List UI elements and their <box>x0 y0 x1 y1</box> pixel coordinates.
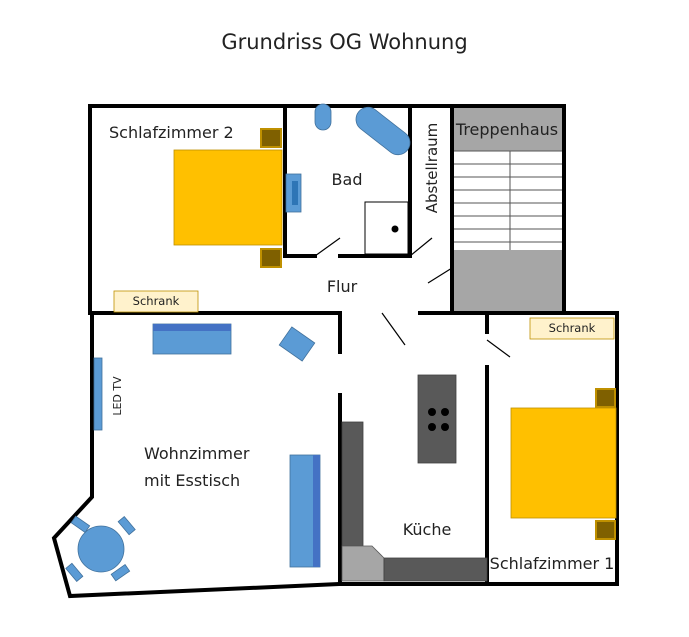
sideboard-edge <box>313 455 320 567</box>
armchair <box>278 326 316 362</box>
stair-landing-bottom <box>453 250 564 313</box>
kitchen <box>341 374 488 582</box>
shower-drain <box>391 225 399 233</box>
page-title: Grundriss OG Wohnung <box>221 30 468 54</box>
walls <box>51 104 619 599</box>
room-label-bad: Bad <box>332 170 363 189</box>
room-label-schlafzimmer1: Schlafzimmer 1 <box>490 554 615 573</box>
room-label-abstellraum: Abstellraum <box>423 123 441 214</box>
counter-corner <box>341 545 385 582</box>
schrank-right-label: Schrank <box>549 321 596 335</box>
bathroom-fixtures <box>285 103 411 255</box>
counter-vertical <box>341 421 364 547</box>
counter-horizontal <box>383 557 488 582</box>
bed <box>510 407 617 519</box>
table <box>77 525 125 573</box>
living-furniture <box>93 323 321 568</box>
door-bad <box>314 237 341 257</box>
led-tv <box>93 357 103 431</box>
doors <box>314 237 511 358</box>
door-kueche <box>381 312 406 346</box>
nightstand <box>595 520 616 540</box>
door-schlafzimmer1 <box>486 339 511 358</box>
kitchen-island <box>417 374 457 464</box>
door-abstellraum <box>409 237 433 257</box>
stove-burner <box>441 423 449 431</box>
door-treppenhaus <box>427 267 453 284</box>
sofa-back <box>153 324 231 331</box>
led-tv-label: LED TV <box>111 376 124 416</box>
shower <box>364 201 409 255</box>
stove-burner <box>441 408 449 416</box>
stair-steps <box>453 150 564 250</box>
toilet <box>314 103 332 131</box>
schrank-left <box>113 290 199 313</box>
schrank-left-label: Schrank <box>133 294 180 308</box>
room-label-flur: Flur <box>327 277 358 296</box>
chair <box>110 564 131 582</box>
stove-burner <box>428 408 436 416</box>
room-label-schlafzimmer2: Schlafzimmer 2 <box>109 123 234 142</box>
bathtub <box>355 106 411 156</box>
room-label-treppenhaus: Treppenhaus <box>455 120 558 139</box>
bed <box>173 149 283 246</box>
schrank-right <box>529 317 615 340</box>
stair-landing-top <box>453 106 564 151</box>
dining-table <box>65 515 136 583</box>
nightstand <box>595 388 616 408</box>
nightstand <box>260 128 282 148</box>
bed-schlafzimmer1 <box>510 388 617 540</box>
room-label-wohnzimmer: Wohnzimmer <box>144 444 250 463</box>
sink-basin <box>292 181 298 205</box>
chair <box>65 562 84 583</box>
chair <box>117 515 136 536</box>
nightstand <box>260 248 282 268</box>
bed-schlafzimmer2 <box>173 128 283 268</box>
staircase <box>453 106 564 313</box>
room-label-wohnzimmer-sub: mit Esstisch <box>144 471 240 490</box>
chair <box>70 515 91 533</box>
stove-burner <box>428 423 436 431</box>
room-label-kueche: Küche <box>403 520 452 539</box>
